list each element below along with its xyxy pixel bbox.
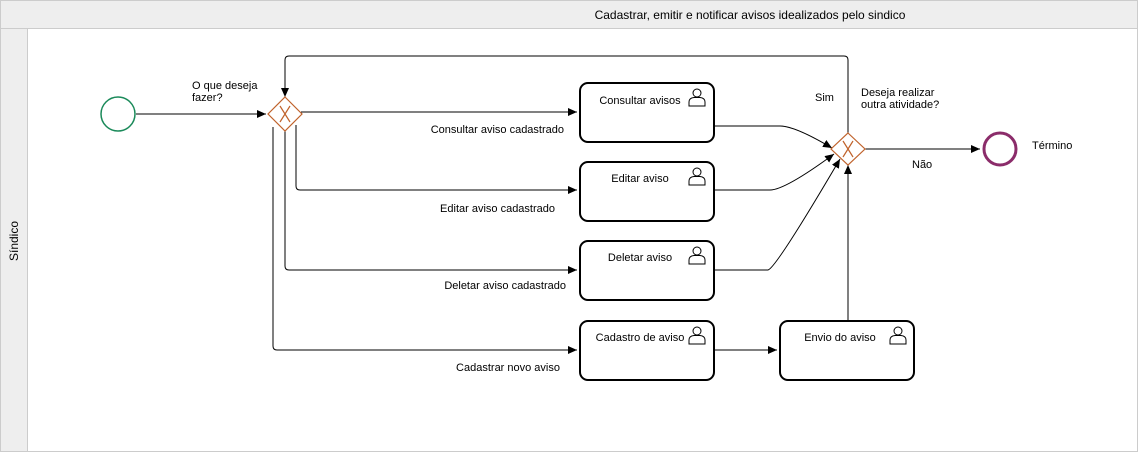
task-label: Cadastro de aviso [596,332,685,344]
task-cadastro-de-aviso[interactable]: Cadastro de aviso [579,320,715,381]
flow-label-editar: Editar aviso cadastrado [440,203,555,215]
repeat-gateway-question-line1: Deseja realizar [861,87,935,99]
choice-gateway-question-line2: fazer? [192,92,223,104]
flow-cadastrar[interactable] [272,127,577,354]
gateway-x-icon [842,140,854,158]
gateway-x-icon [279,105,291,123]
end-event[interactable] [982,131,1018,167]
pool-title: Cadastrar, emitir e notificar avisos ide… [595,8,906,22]
user-task-icon [688,326,706,345]
lane-header [0,28,28,452]
start-event[interactable] [100,96,136,132]
choice-gateway-question-line1: O que deseja [192,80,258,92]
flow-label-deletar: Deletar aviso cadastrado [444,280,566,292]
task-deletar-aviso[interactable]: Deletar aviso [579,240,715,301]
task-consultar-avisos[interactable]: Consultar avisos [579,82,715,143]
user-task-icon [688,246,706,265]
user-task-icon [889,326,907,345]
flow-sim-loop[interactable] [281,55,849,133]
flow-editar-to-merge[interactable] [715,153,835,191]
user-task-icon [688,167,706,186]
task-label: Envio do aviso [804,332,876,344]
task-envio-do-aviso[interactable]: Envio do aviso [779,320,915,381]
flow-label-consultar: Consultar aviso cadastrado [431,124,564,136]
task-label: Consultar avisos [599,95,681,107]
flow-consultar-to-merge[interactable] [715,125,833,149]
user-task-icon [688,88,706,107]
end-event-label: Término [1032,140,1072,152]
task-label: Editar aviso [611,173,668,185]
flow-label-nao: Não [912,159,932,171]
pool-header [0,0,1138,29]
lane-label: Síndico [7,221,21,261]
flow-label-sim: Sim [815,92,834,104]
flow-deletar-to-merge[interactable] [715,158,841,271]
task-editar-aviso[interactable]: Editar aviso [579,161,715,222]
flow-label-cadastrar: Cadastrar novo aviso [456,362,560,374]
task-label: Deletar aviso [608,252,672,264]
flow-deletar[interactable] [284,130,577,274]
flow-editar[interactable] [295,125,577,194]
repeat-gateway[interactable] [830,132,866,166]
repeat-gateway-question-line2: outra atividade? [861,99,939,111]
choice-gateway[interactable] [267,96,303,132]
